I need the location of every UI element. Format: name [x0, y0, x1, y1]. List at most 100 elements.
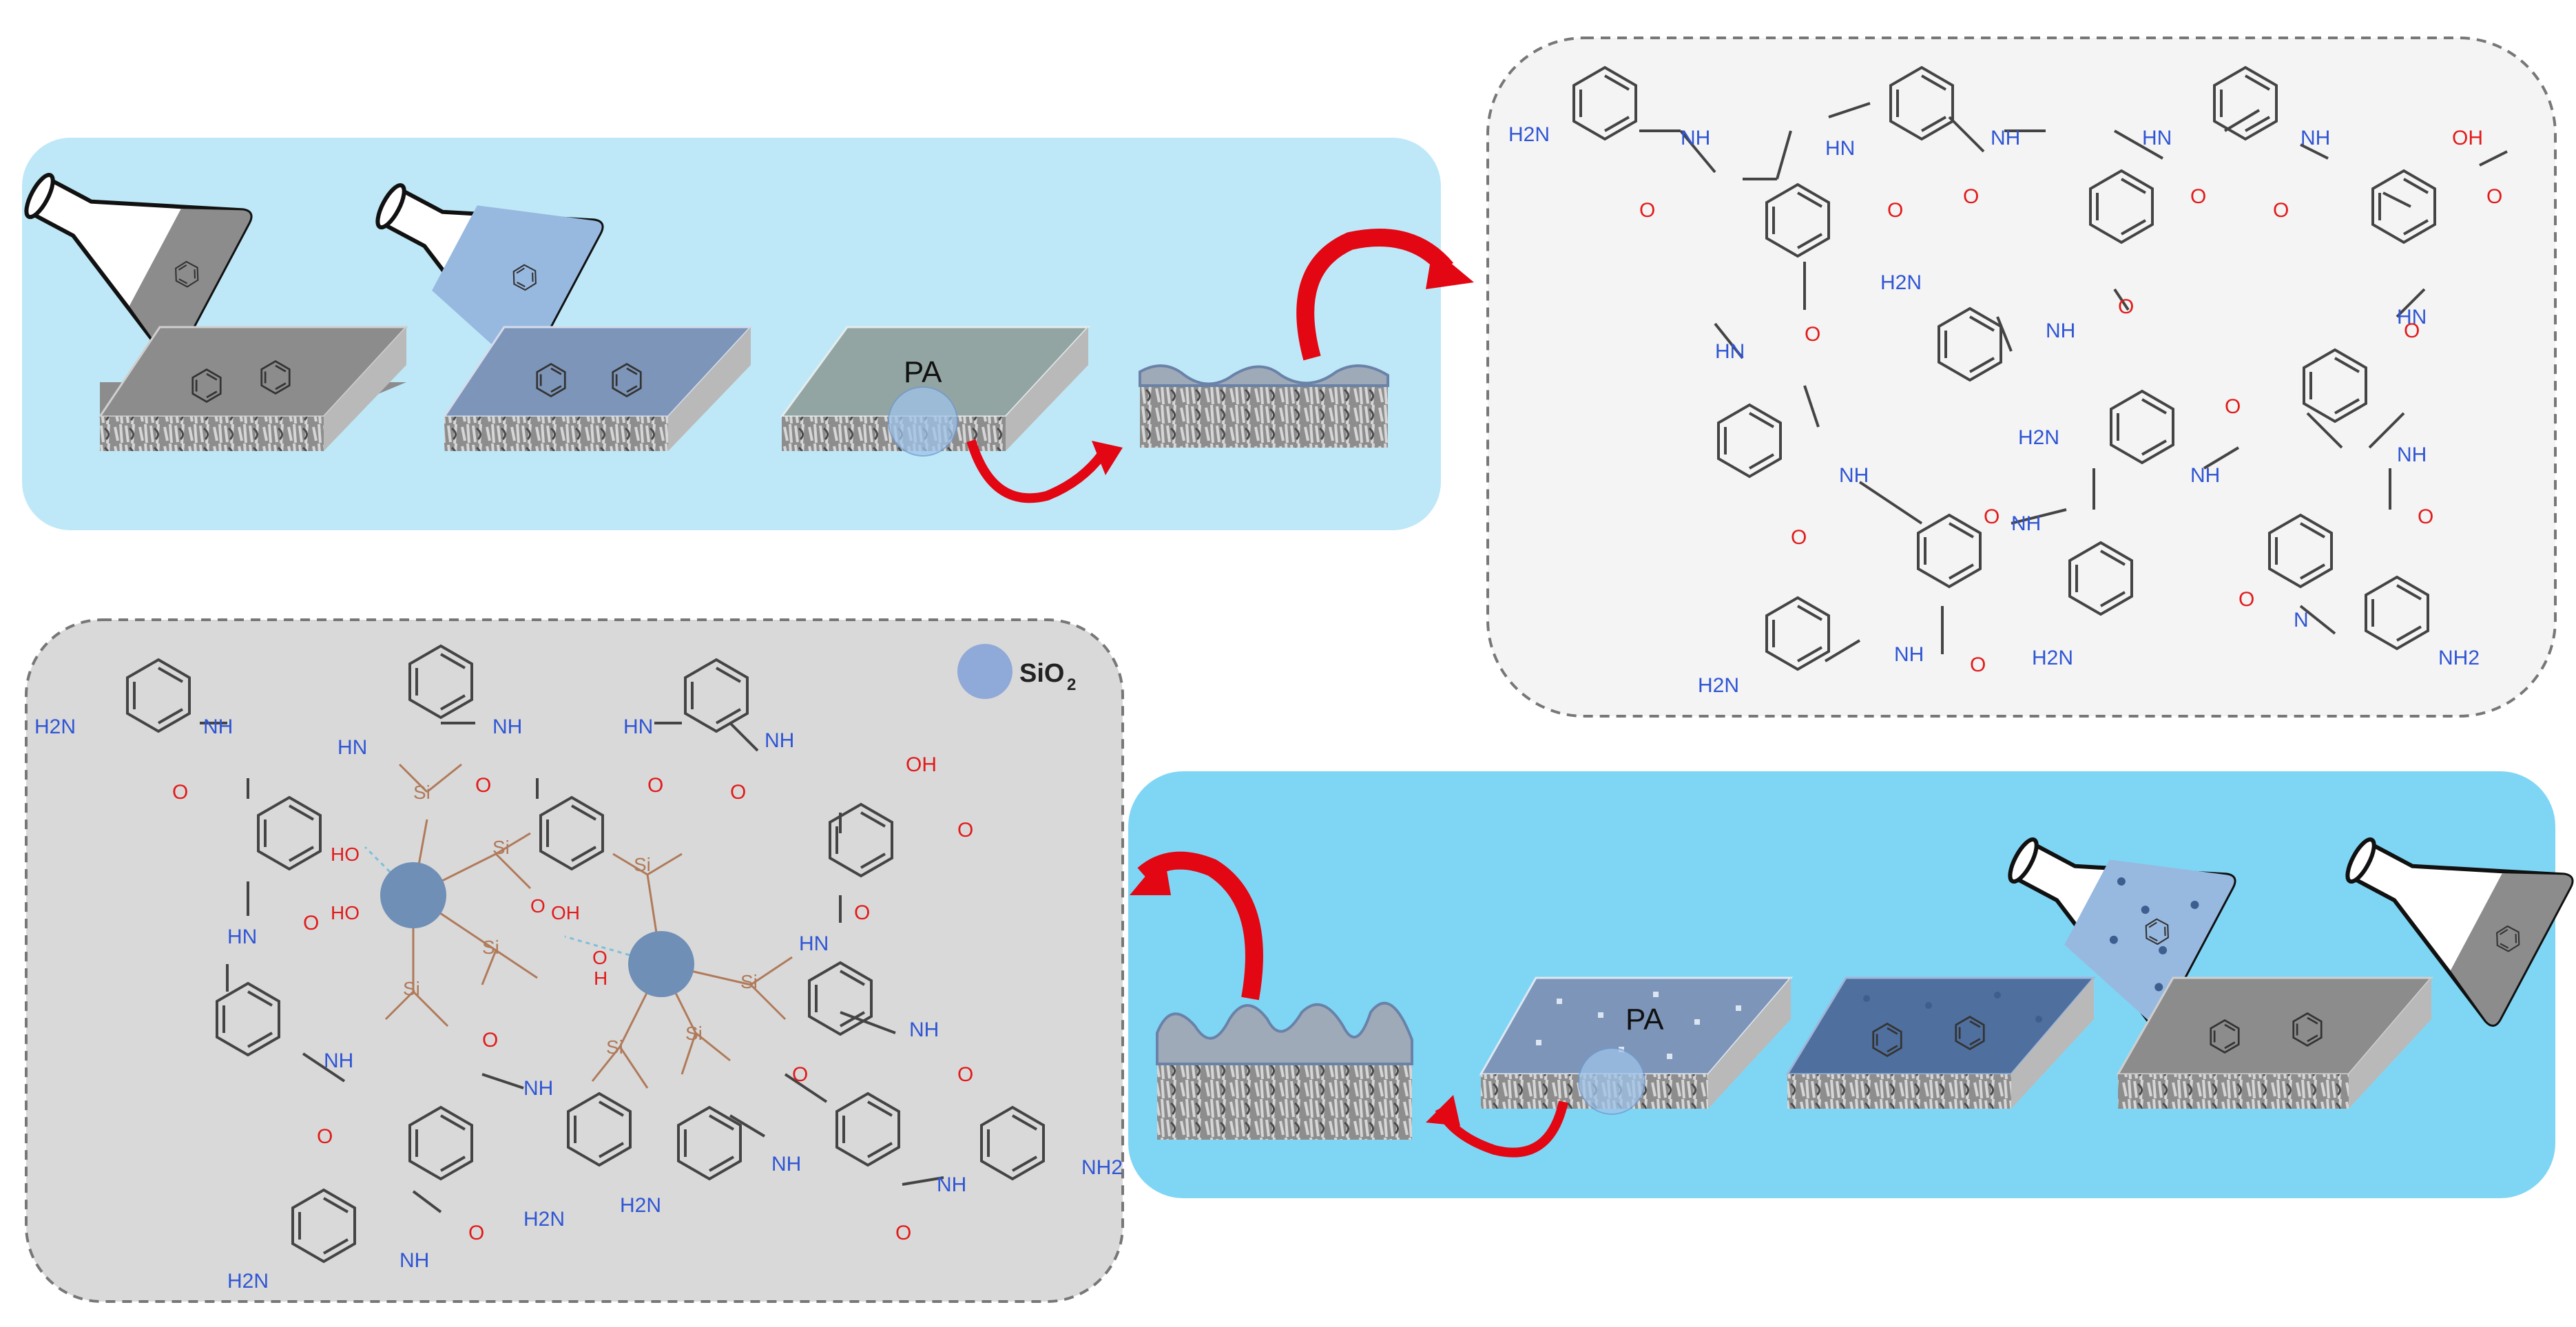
h2n-label: H2N — [34, 715, 76, 738]
top-process-panel: PA — [0, 118, 1441, 530]
nh-label: NH — [1681, 127, 1710, 149]
membrane-support-icon — [98, 326, 409, 451]
si-label: Si — [492, 837, 510, 858]
h-label: H — [594, 968, 607, 989]
o-label: O — [1970, 654, 1986, 676]
pa-sio2-structure-panel: SiO 2 — [25, 618, 1124, 1303]
h2n-label: H2N — [2018, 426, 2059, 449]
membrane-support-icon — [442, 326, 754, 451]
pa-label: PA — [904, 355, 942, 389]
o-label: O — [854, 901, 870, 924]
o-label: O — [2225, 395, 2241, 418]
pa-structure-panel: H2N NH HN NH HN NH OH O O O O O O H2N NH… — [1486, 36, 2557, 718]
nh-label: NH — [765, 729, 794, 752]
h2n-label: H2N — [620, 1194, 661, 1217]
o-label: O — [475, 774, 491, 797]
hn-label: HN — [1825, 137, 1855, 160]
nh2-label: NH2 — [1081, 1156, 1123, 1179]
nh-label: NH — [1839, 464, 1869, 487]
nh-label: NH — [771, 1153, 801, 1176]
o-label: O — [730, 781, 746, 804]
o-label: O — [1984, 505, 1999, 528]
oh-label: OH — [2452, 127, 2483, 149]
o-label: O — [1963, 185, 1979, 208]
o-label: O — [1805, 323, 1820, 346]
si-label: Si — [634, 854, 651, 875]
o-label: O — [317, 1125, 333, 1148]
nh-label: NH — [937, 1173, 966, 1196]
o-label: O — [2190, 185, 2206, 208]
o-label: O — [2418, 505, 2433, 528]
membrane-pa-layer: PA — [780, 326, 1091, 457]
nh-label: NH — [2011, 512, 2041, 535]
nh-label: NH — [523, 1077, 553, 1100]
nh2-label: NH2 — [2438, 647, 2480, 669]
o-label: O — [957, 819, 973, 842]
bottom-process-panel: PA — [1128, 771, 2574, 1198]
nh-label: NH — [2397, 443, 2427, 466]
si-label: Si — [413, 782, 430, 803]
o-label: O — [792, 1063, 808, 1086]
membrane-support-icon — [1785, 976, 2097, 1109]
oh-label: OH — [906, 753, 937, 776]
nh-label: NH — [2046, 320, 2075, 342]
h2n-label: H2N — [227, 1270, 269, 1293]
hn-label: HN — [623, 715, 653, 738]
h2n-label: H2N — [523, 1208, 565, 1231]
hn-label: HN — [799, 932, 829, 955]
ho-label: HO — [331, 902, 360, 923]
flask-icon — [2314, 783, 2574, 1027]
nh-label: NH — [203, 715, 233, 738]
o-label: O — [2486, 185, 2502, 208]
hn-label: HN — [337, 736, 367, 759]
nh-label: NH — [399, 1249, 429, 1272]
si-label: Si — [685, 1023, 703, 1044]
ho-label: HO — [331, 844, 360, 865]
hn-label: HN — [2142, 127, 2172, 149]
o-label: O — [172, 781, 188, 804]
o-label: O — [592, 947, 607, 968]
membrane-pa-sio2-layer: PA — [1479, 976, 1794, 1115]
o-label: O — [2404, 320, 2420, 342]
o-label: O — [303, 912, 319, 934]
o-label: O — [1639, 199, 1655, 222]
hn-label: HN — [2397, 306, 2427, 328]
sio2-legend-label: SiO — [1019, 659, 1064, 688]
si-label: Si — [403, 978, 420, 999]
nh-label: NH — [909, 1018, 939, 1041]
h2n-label: H2N — [1880, 271, 1922, 294]
oh-label: OH — [551, 902, 580, 923]
h2n-label: H2N — [1698, 674, 1739, 697]
n-label: N — [2294, 609, 2309, 631]
o-label: O — [1791, 526, 1807, 549]
sio2-particle-icon — [957, 644, 1012, 699]
o-label: O — [482, 1029, 498, 1052]
h2n-label: H2N — [1508, 123, 1550, 146]
hn-label: HN — [1715, 340, 1745, 363]
h2n-label: H2N — [2032, 647, 2073, 669]
si-label: Si — [606, 1036, 623, 1058]
o-label: O — [2118, 295, 2134, 318]
o-label: O — [895, 1222, 911, 1244]
membrane-cross-section — [1139, 364, 1389, 448]
si-label: Si — [482, 937, 499, 958]
curved-arrow-icon — [966, 439, 1106, 503]
o-label: O — [2239, 588, 2254, 611]
o-label: O — [647, 774, 663, 797]
o-label: O — [530, 895, 546, 917]
pa-label: PA — [1625, 1003, 1664, 1036]
nh-label: NH — [2300, 127, 2330, 149]
nh-label: NH — [324, 1049, 353, 1072]
o-label: O — [2273, 199, 2289, 222]
nh-label: NH — [1894, 643, 1924, 666]
curved-arrow-icon — [1435, 1100, 1568, 1158]
hn-label: HN — [227, 926, 257, 948]
curved-arrow-icon — [1130, 851, 1263, 1001]
flask-icon — [344, 129, 604, 373]
sio2-legend-subscript: 2 — [1067, 676, 1076, 694]
flask-icon — [0, 118, 253, 362]
nh-label: NH — [492, 715, 522, 738]
nh-label: NH — [1991, 127, 2020, 149]
membrane-support-icon — [2116, 976, 2434, 1109]
